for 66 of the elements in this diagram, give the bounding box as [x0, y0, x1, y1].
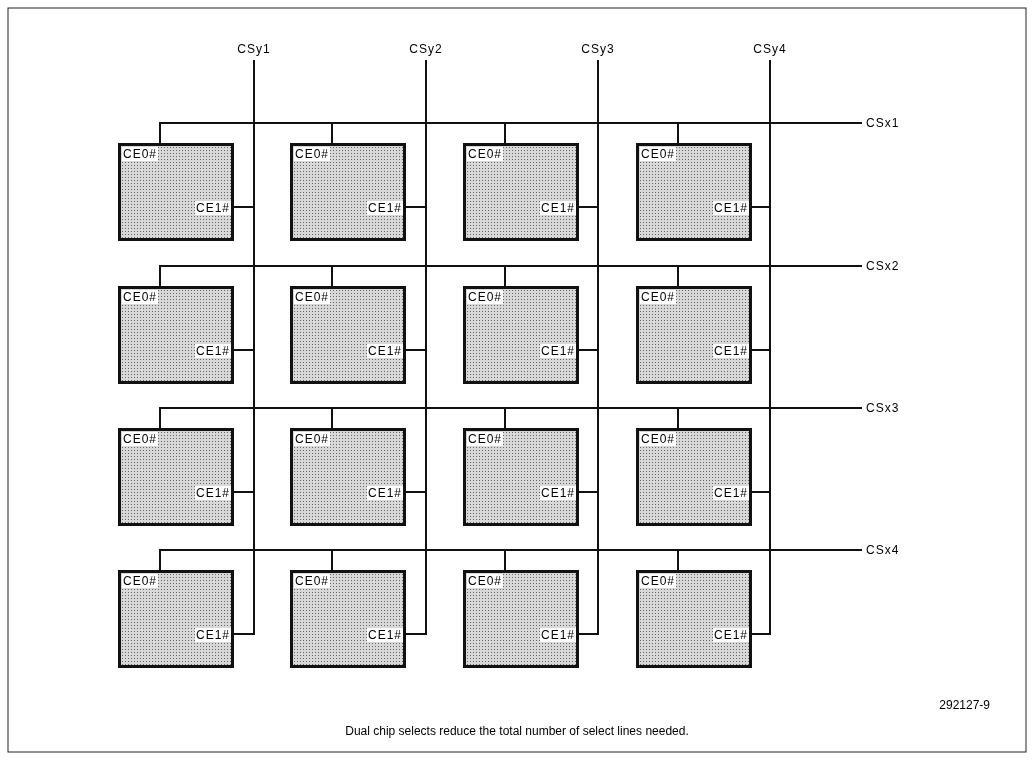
pin-label: CE1# — [712, 486, 749, 500]
memory-chip — [463, 143, 579, 241]
pin-label: CE0# — [640, 147, 677, 161]
pin-label: CE1# — [366, 486, 403, 500]
pin-label: CE0# — [640, 574, 677, 588]
pin-label: CE1# — [712, 628, 749, 642]
pin-label: CE0# — [122, 432, 159, 446]
pin-label: CE1# — [194, 486, 231, 500]
select-line — [677, 265, 863, 287]
signal-label: CSx4 — [866, 541, 916, 559]
memory-chip — [118, 428, 234, 526]
pin-label: CE1# — [539, 344, 576, 358]
pin-label: CE1# — [539, 628, 576, 642]
signal-label: CSx2 — [866, 257, 916, 275]
signal-label: CSy4 — [748, 40, 792, 58]
caption: Dual chip selects reduce the total number of select lines needed. — [344, 724, 690, 738]
pin-label: CE1# — [194, 628, 231, 642]
select-line — [751, 59, 771, 635]
memory-chip — [118, 143, 234, 241]
pin-label: CE0# — [467, 574, 504, 588]
memory-chip — [636, 286, 752, 384]
select-line — [578, 59, 599, 635]
select-line — [405, 59, 427, 635]
pin-label: CE0# — [467, 432, 504, 446]
memory-chip — [118, 286, 234, 384]
memory-chip — [290, 428, 406, 526]
pin-label: CE1# — [539, 486, 576, 500]
pin-label: CE0# — [294, 574, 331, 588]
signal-label: CSy2 — [404, 40, 448, 58]
pin-label: CE0# — [294, 147, 331, 161]
pin-label: CE1# — [194, 201, 231, 215]
pin-label: CE0# — [640, 432, 677, 446]
pin-label: CE0# — [467, 290, 504, 304]
select-line — [677, 407, 863, 429]
memory-chip — [636, 428, 752, 526]
signal-label: CSy1 — [232, 40, 276, 58]
memory-chip — [118, 570, 234, 668]
memory-chip — [290, 570, 406, 668]
memory-chip — [290, 286, 406, 384]
figure-number: 292127-9 — [939, 698, 990, 712]
pin-label: CE1# — [539, 201, 576, 215]
pin-label: CE1# — [712, 344, 749, 358]
pin-label: CE0# — [122, 147, 159, 161]
pin-label: CE0# — [467, 147, 504, 161]
select-line — [233, 59, 255, 635]
select-line — [677, 549, 863, 571]
pin-label: CE1# — [712, 201, 749, 215]
pin-label: CE0# — [122, 574, 159, 588]
signal-label: CSx3 — [866, 399, 916, 417]
memory-chip — [636, 570, 752, 668]
pin-label: CE1# — [366, 628, 403, 642]
signal-label: CSx1 — [866, 114, 916, 132]
pin-label: CE0# — [640, 290, 677, 304]
pin-label: CE0# — [122, 290, 159, 304]
select-line — [677, 122, 863, 144]
pin-label: CE1# — [194, 344, 231, 358]
signal-label: CSy3 — [576, 40, 620, 58]
pin-label: CE1# — [366, 201, 403, 215]
memory-chip — [463, 428, 579, 526]
memory-chip — [636, 143, 752, 241]
memory-chip — [463, 286, 579, 384]
pin-label: CE1# — [366, 344, 403, 358]
memory-chip — [290, 143, 406, 241]
pin-label: CE0# — [294, 290, 331, 304]
pin-label: CE0# — [294, 432, 331, 446]
memory-chip — [463, 570, 579, 668]
